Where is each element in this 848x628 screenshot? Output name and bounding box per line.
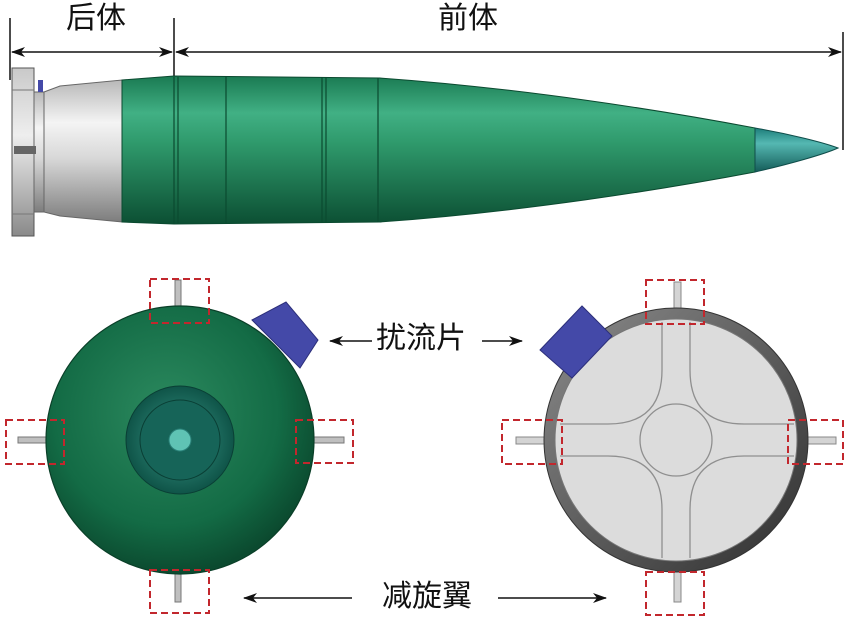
- rear-body-label: 后体: [66, 1, 126, 36]
- front-view: [5, 278, 354, 614]
- fuze-tip: [168, 428, 192, 452]
- callout-arrows: [243, 336, 607, 603]
- rear-body-metal: [43, 79, 123, 223]
- rear-center-ring: [639, 403, 713, 477]
- front-body-green: [121, 75, 756, 225]
- fin-markers-front: [5, 278, 354, 614]
- despin-fin-top-front: [174, 279, 182, 309]
- spoiler-rear: [539, 305, 613, 379]
- despin-fin-bottom-front: [174, 571, 182, 603]
- despin-fins-label: 减旋翼: [382, 579, 472, 614]
- despin-fin-right-front: [311, 436, 345, 444]
- front-body-label: 前体: [438, 1, 498, 36]
- rear-slots: [560, 322, 794, 558]
- spoiler-tab-side: [38, 80, 43, 92]
- spoiler-front: [251, 301, 319, 369]
- dimension-lines: [9, 18, 844, 150]
- body-grooves: [173, 77, 379, 224]
- fin-markers-rear: [501, 279, 844, 616]
- rear-view: [501, 279, 844, 616]
- base-slot: [14, 146, 36, 154]
- side-view: [11, 67, 840, 237]
- nose-cone: [754, 127, 840, 173]
- despin-fin-left-front: [17, 436, 49, 444]
- spoiler-label: 扰流片: [376, 321, 466, 356]
